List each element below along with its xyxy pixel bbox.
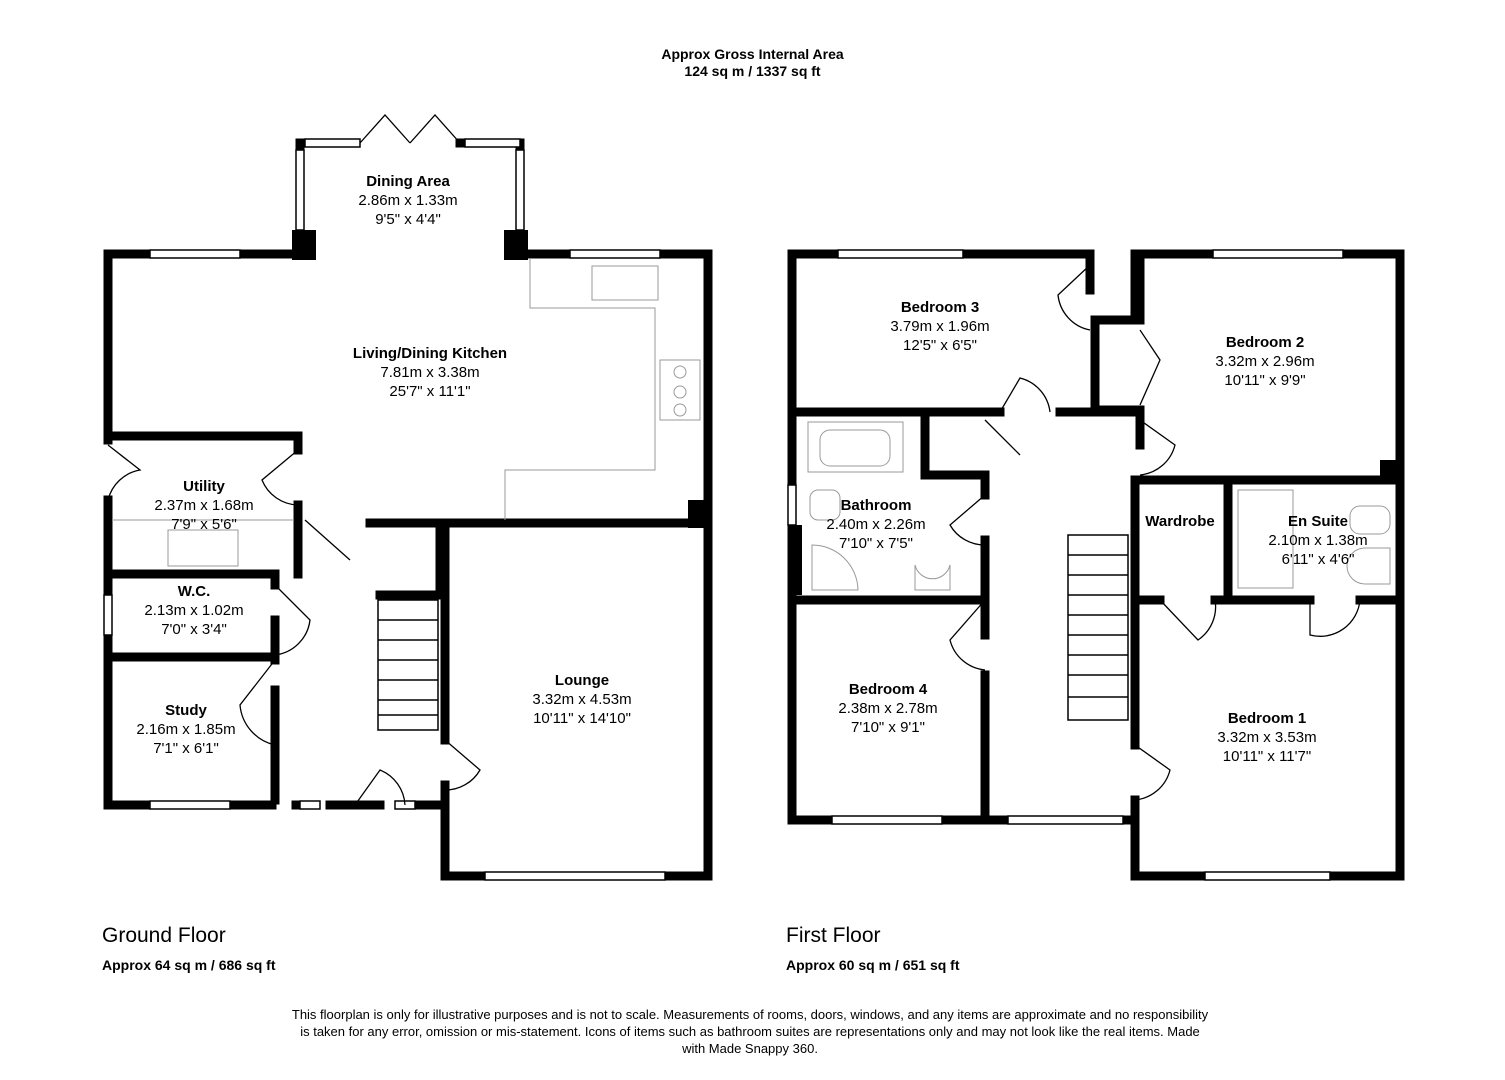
room-metric: 3.79m x 1.96m xyxy=(890,318,990,335)
room-metric: 2.37m x 1.68m xyxy=(154,497,254,514)
gross-area-title: Approx Gross Internal Area xyxy=(661,46,844,62)
room-metric: 2.86m x 1.33m xyxy=(358,192,458,209)
room-metric: 2.10m x 1.38m xyxy=(1268,532,1368,549)
first-floor-windows xyxy=(787,249,1344,881)
room-imperial: 7'0" x 3'4" xyxy=(161,621,227,638)
room-living-dining-kitchen: Living/Dining Kitchen 7.81m x 3.38m 25'7… xyxy=(353,344,507,401)
room-dining-area: Dining Area 2.86m x 1.33m 9'5" x 4'4" xyxy=(358,172,457,229)
room-imperial: 9'5" x 4'4" xyxy=(375,211,441,228)
room-metric: 3.32m x 4.53m xyxy=(532,691,632,708)
room-wc: W.C. 2.13m x 1.02m 7'0" x 3'4" xyxy=(144,582,243,639)
room-bedroom-2: Bedroom 2 3.32m x 2.96m 10'11" x 9'9" xyxy=(1215,333,1314,390)
room-metric: 3.32m x 2.96m xyxy=(1215,353,1315,370)
ground-floor-title: Ground Floor xyxy=(102,924,226,947)
room-metric: 7.81m x 3.38m xyxy=(380,364,480,381)
room-imperial: 7'1" x 6'1" xyxy=(153,740,219,757)
room-name: Lounge xyxy=(554,672,610,689)
room-name: Study xyxy=(165,702,207,719)
bathroom-fixtures xyxy=(807,421,1391,591)
first-floor-wall-blocks xyxy=(788,460,1404,595)
room-imperial: 25'7" x 11'1" xyxy=(389,383,471,400)
ground-floor-wall-blocks xyxy=(292,230,712,528)
room-metric: 2.40m x 2.26m xyxy=(826,516,926,533)
first-floor-walls xyxy=(787,249,1405,881)
room-imperial: 7'10" x 7'5" xyxy=(839,535,913,552)
room-imperial: 7'9" x 5'6" xyxy=(171,516,237,533)
room-wardrobe: Wardrobe xyxy=(1145,512,1214,531)
room-name: Dining Area xyxy=(366,173,450,190)
first-floor-doors xyxy=(949,264,1361,801)
room-utility: Utility 2.37m x 1.68m 7'9" x 5'6" xyxy=(154,477,253,534)
room-imperial: 10'11" x 9'9" xyxy=(1224,372,1306,389)
ground-floor-doors xyxy=(107,114,481,806)
room-name: Bedroom 1 xyxy=(1227,710,1307,727)
room-metric: 2.13m x 1.02m xyxy=(144,602,244,619)
room-imperial: 12'5" x 6'5" xyxy=(903,337,977,354)
room-name: Utility xyxy=(183,478,225,495)
ground-floor-windows xyxy=(103,138,666,881)
room-name: Bedroom 2 xyxy=(1225,334,1305,351)
room-study: Study 2.16m x 1.85m 7'1" x 6'1" xyxy=(136,701,235,758)
gross-area-header: Approx Gross Internal Area 124 sq m / 13… xyxy=(0,46,1505,80)
room-metric: 3.32m x 3.53m xyxy=(1217,729,1317,746)
room-imperial: 10'11" x 11'7" xyxy=(1222,748,1312,765)
disclaimer-text: This floorplan is only for illustrative … xyxy=(291,1007,1209,1056)
room-name: Living/Dining Kitchen xyxy=(352,345,508,362)
first-floor-stairs xyxy=(1067,534,1129,721)
room-lounge: Lounge 3.32m x 4.53m 10'11" x 14'10" xyxy=(532,671,631,728)
room-name: Bathroom xyxy=(840,497,912,514)
room-bedroom-4: Bedroom 4 2.38m x 2.78m 7'10" x 9'1" xyxy=(838,680,937,737)
room-name: Bedroom 3 xyxy=(900,299,980,316)
kitchen-fixtures xyxy=(112,258,701,567)
room-imperial: 6'11" x 4'6" xyxy=(1281,551,1355,568)
first-floor-title: First Floor xyxy=(786,924,881,947)
room-name: W.C. xyxy=(177,583,211,600)
room-imperial: 10'11" x 14'10" xyxy=(533,710,631,727)
room-imperial: 7'10" x 9'1" xyxy=(851,719,925,736)
room-metric: 2.16m x 1.85m xyxy=(136,721,236,738)
room-name: En Suite xyxy=(1287,513,1348,530)
room-bedroom-1: Bedroom 1 3.32m x 3.53m 10'11" x 11'7" xyxy=(1217,709,1316,766)
room-en-suite: En Suite 2.10m x 1.38m 6'11" x 4'6" xyxy=(1268,512,1367,569)
ground-floor-area: Approx 64 sq m / 686 sq ft xyxy=(102,957,276,973)
room-bedroom-3: Bedroom 3 3.79m x 1.96m 12'5" x 6'5" xyxy=(890,298,989,355)
room-bathroom: Bathroom 2.40m x 2.26m 7'10" x 7'5" xyxy=(826,496,925,553)
room-name: Bedroom 4 xyxy=(848,681,928,698)
gross-area-value: 124 sq m / 1337 sq ft xyxy=(684,63,821,79)
room-name: Wardrobe xyxy=(1145,513,1215,530)
room-metric: 2.38m x 2.78m xyxy=(838,700,938,717)
ground-floor-stairs xyxy=(377,599,439,731)
first-floor-area: Approx 60 sq m / 651 sq ft xyxy=(786,957,960,973)
